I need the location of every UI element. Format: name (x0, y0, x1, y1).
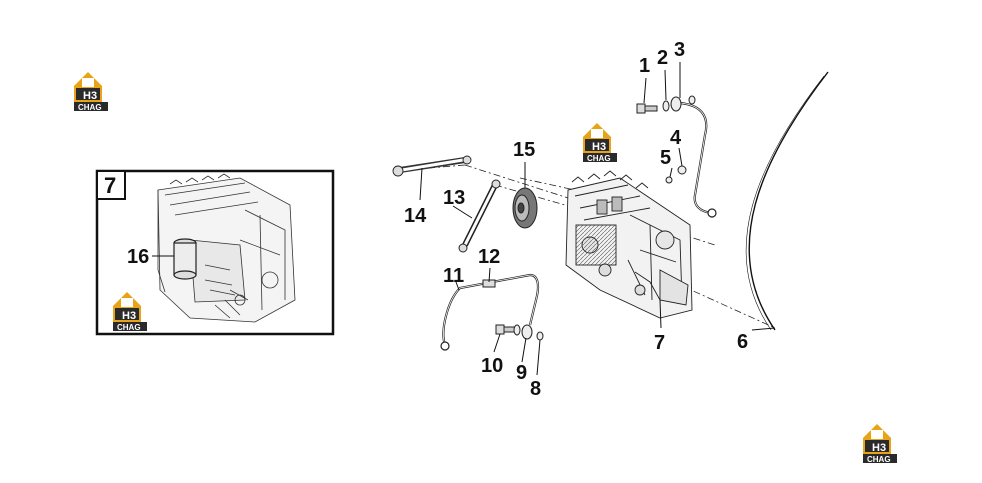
svg-text:CHAG: CHAG (867, 455, 891, 464)
svg-text:H3: H3 (83, 90, 97, 102)
pump-icon (157, 173, 296, 323)
callout-8: 8 (530, 378, 541, 400)
spring-icon (392, 155, 472, 177)
brand-logo: H3 CHAG (863, 424, 897, 464)
callout-11: 11 (443, 265, 464, 287)
washer-icon (513, 324, 544, 341)
callout-16: 16 (127, 246, 149, 268)
callout-14: 14 (404, 205, 427, 227)
svg-text:CHAG: CHAG (117, 323, 141, 332)
callout-7: 7 (654, 332, 665, 354)
inset-panel: 7 16 H3 CHAG (95, 169, 335, 336)
callout-4: 4 (670, 127, 682, 149)
belt-icon (748, 71, 829, 331)
leader-lines (419, 62, 776, 376)
callout-2: 2 (657, 47, 668, 69)
callout-6: 6 (737, 331, 748, 353)
callout-13: 13 (443, 187, 465, 209)
injection-pump (565, 170, 693, 319)
callout-10: 10 (481, 355, 503, 377)
callout-9: 9 (516, 362, 527, 384)
rod-icon (458, 179, 501, 253)
pulley-icon (512, 187, 538, 229)
svg-text:CHAG: CHAG (587, 154, 611, 163)
callout-12: 12 (478, 246, 500, 268)
fuel-line-icon (440, 273, 540, 351)
callout-15: 15 (513, 139, 535, 161)
callout-1: 1 (639, 55, 650, 77)
filter-icon (173, 238, 197, 280)
brand-logo: H3 CHAG (583, 123, 617, 163)
svg-text:H3: H3 (872, 442, 886, 454)
svg-text:CHAG: CHAG (78, 103, 102, 112)
brand-logo: H3 CHAG (74, 72, 108, 112)
inset-label: 7 (104, 173, 116, 198)
callout-3: 3 (674, 39, 685, 61)
brand-logo: H3 CHAG (113, 292, 147, 332)
washer-icon (662, 95, 696, 112)
svg-text:H3: H3 (592, 141, 606, 153)
bolt-icon (636, 103, 658, 114)
bolt-icon (495, 324, 517, 335)
callout-5: 5 (660, 147, 671, 169)
callouts: 1 2 3 4 5 6 7 8 9 10 11 12 13 14 15 (404, 39, 748, 400)
clamp-icon (665, 165, 687, 184)
svg-text:H3: H3 (122, 310, 136, 322)
fuel-line-icon (679, 101, 717, 218)
